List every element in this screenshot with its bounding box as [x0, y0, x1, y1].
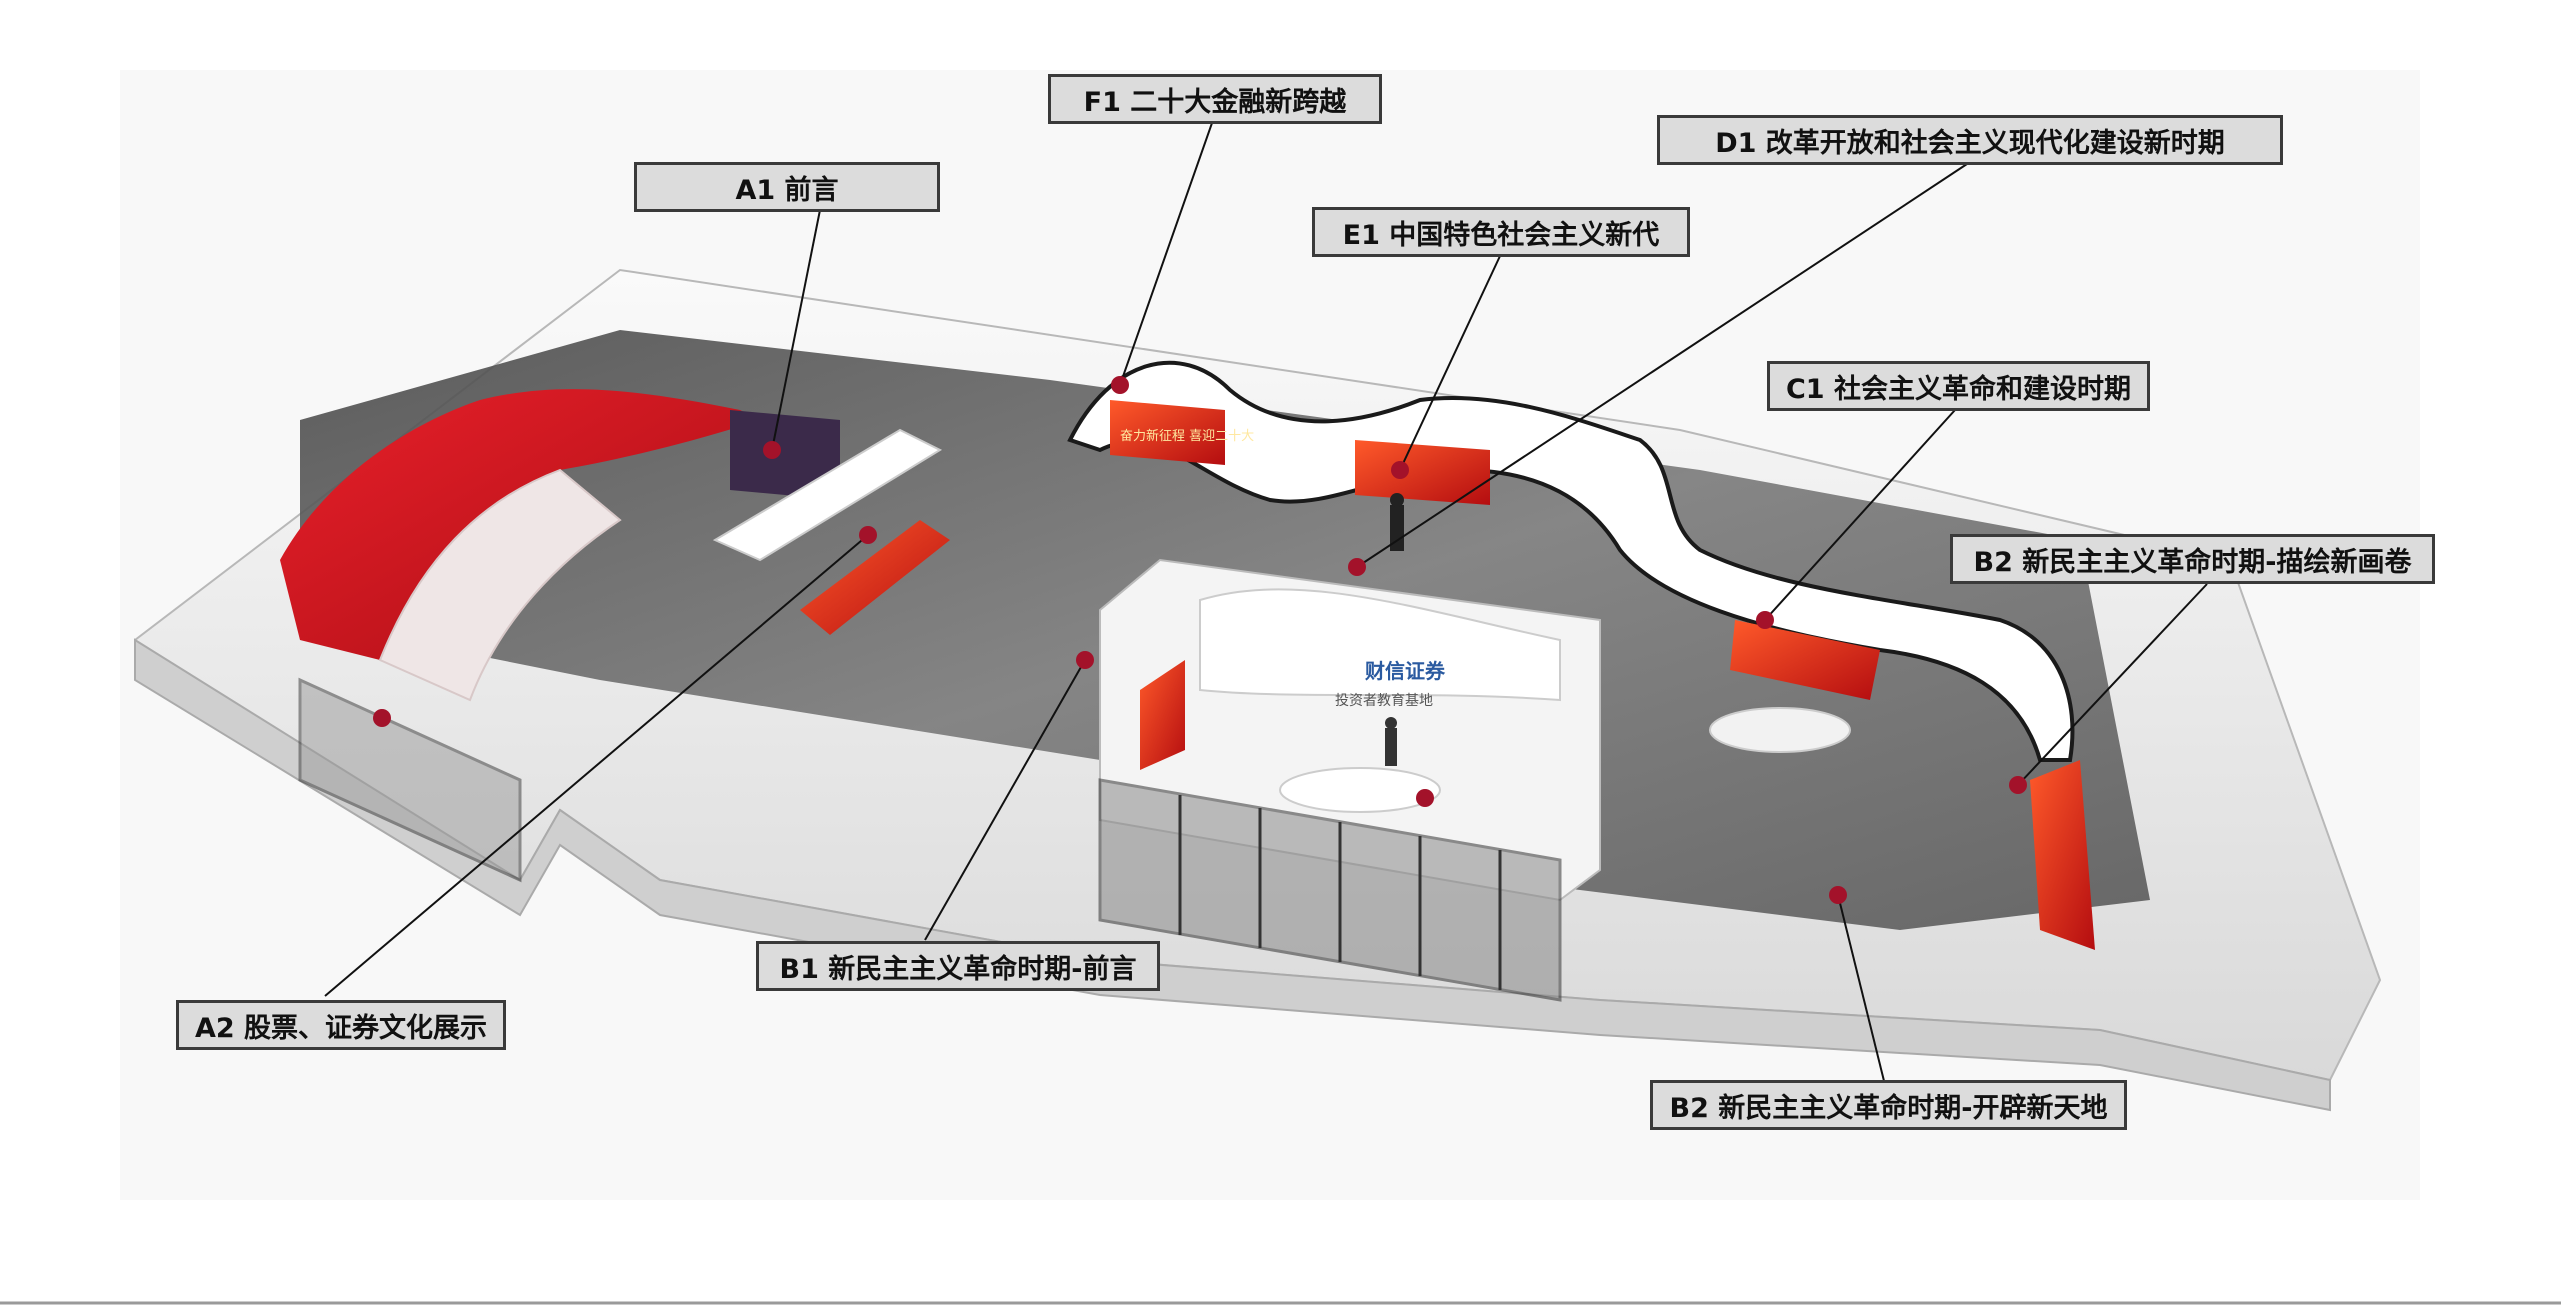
d1-leader — [1356, 161, 1971, 568]
a2-entrance-door — [298, 677, 522, 883]
b1-back-wall — [1199, 588, 1561, 702]
c1-display-stand — [1709, 707, 1851, 753]
marker-b1-room — [1416, 789, 1434, 807]
b2-bottom-leader — [1837, 894, 1886, 1086]
brand-logo-text: 财信证券 — [1365, 659, 1446, 683]
a1-display-screen — [730, 410, 840, 500]
b1-leader — [924, 659, 1086, 941]
white-relief-wall — [378, 468, 622, 702]
callout-d1: D1 改革开放和社会主义现代化建设新时期 — [1657, 115, 2283, 165]
marker-a1 — [763, 441, 781, 459]
brand-sub-text: 投资者教育基地 — [1335, 692, 1433, 709]
callout-b2-bottom: B2 新民主主义革命时期-开辟新天地 — [1650, 1080, 2127, 1130]
visitor-figure — [1390, 505, 1404, 551]
visitor-head — [1385, 717, 1397, 729]
marker-c1 — [1756, 611, 1774, 629]
e1-red-screen — [1355, 440, 1490, 505]
marker-d1 — [1348, 558, 1366, 576]
marker-f1 — [1111, 376, 1129, 394]
marker-a2-entrance — [373, 709, 391, 727]
red-flag-installation — [280, 389, 760, 660]
visitor-head — [1390, 493, 1404, 507]
c1-red-screen — [1730, 620, 1880, 700]
f1-red-screen — [1110, 400, 1225, 465]
a2-leader — [324, 534, 869, 997]
callout-b2-top: B2 新民主主义革命时期-描绘新画卷 — [1950, 534, 2435, 584]
callout-c1: C1 社会主义革命和建设时期 — [1767, 361, 2150, 411]
marker-b1 — [1076, 651, 1094, 669]
marker-e1 — [1391, 461, 1409, 479]
e1-leader — [1399, 255, 1501, 471]
a1-leader — [771, 209, 821, 451]
callout-e1: E1 中国特色社会主义新代 — [1312, 207, 1690, 257]
callout-b1: B1 新民主主义革命时期-前言 — [756, 941, 1160, 991]
a1-white-counter — [712, 428, 943, 562]
marker-b2-bottom — [1829, 886, 1847, 904]
callout-a2: A2 股票、证券文化展示 — [176, 1000, 506, 1050]
b1-red-screen — [1140, 660, 1185, 770]
c1-leader — [1764, 409, 1956, 621]
b1-white-table — [1279, 767, 1441, 813]
marker-b2-top — [2009, 776, 2027, 794]
a2-red-display-board — [800, 520, 950, 635]
location-markers — [373, 376, 2027, 904]
building-front-face — [134, 638, 2331, 1112]
b1-glass-doors — [1098, 778, 1562, 1002]
leader-lines — [324, 122, 2208, 1086]
b2-top-leader — [2017, 583, 2208, 786]
visitor-figure — [1385, 728, 1397, 766]
marker-a2 — [859, 526, 877, 544]
f1-screen-text: 奋力新征程 喜迎二十大 — [1120, 428, 1254, 444]
f1-leader — [1119, 122, 1213, 386]
callout-a1: A1 前言 — [634, 162, 940, 212]
callout-f1: F1 二十大金融新跨越 — [1048, 74, 1382, 124]
b2-red-screen — [2030, 760, 2095, 950]
